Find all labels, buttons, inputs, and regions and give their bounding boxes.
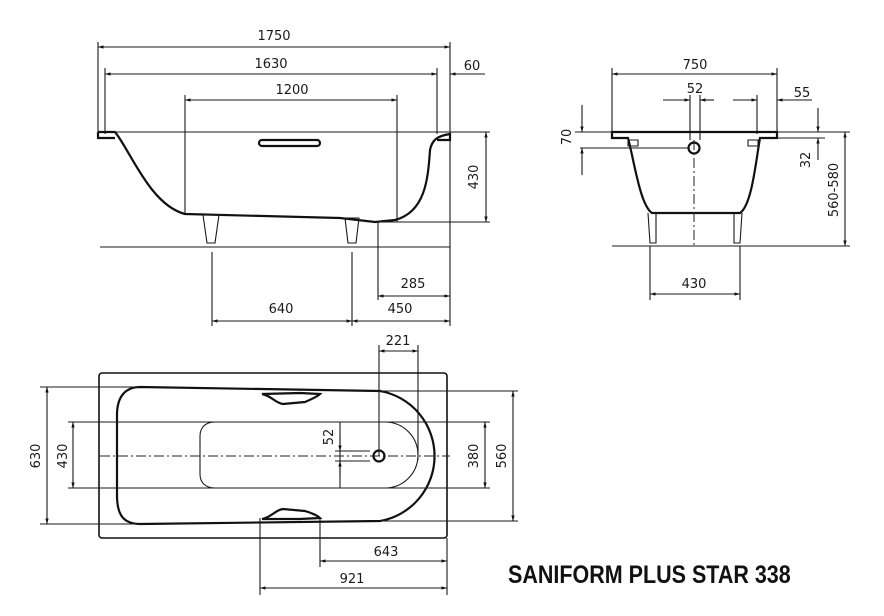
- dim-52-drain: 52: [322, 429, 337, 446]
- dim-921: 921: [340, 572, 365, 587]
- dim-430-height: 430: [467, 165, 482, 190]
- dim-52: 52: [687, 82, 704, 97]
- dim-1200: 1200: [275, 83, 308, 98]
- dim-32: 32: [799, 152, 814, 169]
- dim-430-width: 430: [56, 444, 71, 469]
- dim-630: 630: [29, 444, 44, 469]
- dim-430-legs: 430: [682, 277, 707, 292]
- product-title: SANIFORM PLUS STAR 338: [508, 561, 791, 589]
- dim-1750: 1750: [257, 29, 290, 44]
- dim-450: 450: [388, 302, 413, 317]
- end-view: 750 52 55 70 32 560-580 430: [560, 58, 850, 300]
- dim-60: 60: [464, 59, 481, 74]
- dim-560: 560: [495, 444, 510, 469]
- dim-643: 643: [374, 545, 399, 560]
- dim-221: 221: [386, 334, 411, 349]
- plan-view: 221 630 430 52 380 560 643 921: [29, 334, 518, 595]
- side-view: 1750 1630 1200 60 430 285 640 450: [96, 29, 490, 326]
- dim-285: 285: [401, 277, 426, 292]
- dim-750: 750: [683, 58, 708, 73]
- dim-560-580: 560-580: [827, 163, 842, 217]
- dim-1630: 1630: [254, 57, 287, 72]
- dim-640: 640: [269, 302, 294, 317]
- dim-70: 70: [560, 129, 575, 146]
- dim-380: 380: [467, 444, 482, 469]
- dim-55: 55: [794, 86, 811, 101]
